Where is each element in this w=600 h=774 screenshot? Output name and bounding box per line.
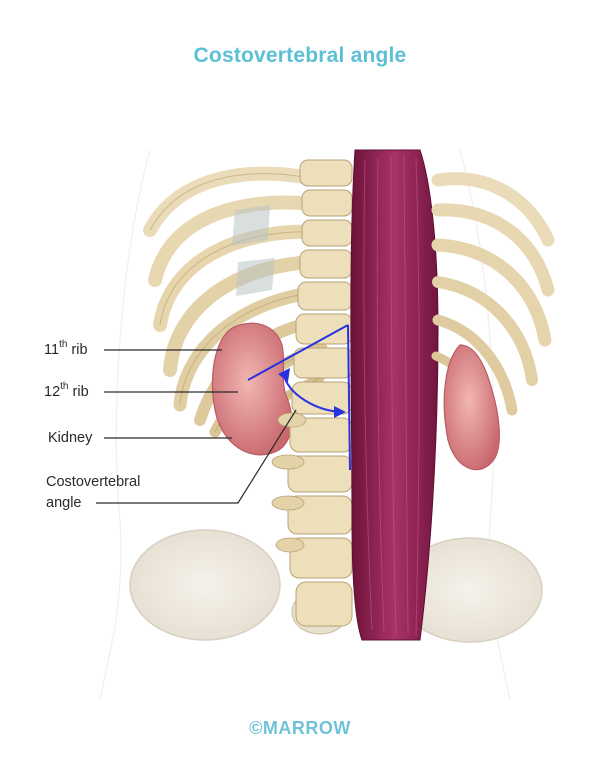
marrow-watermark: ©MARROW (249, 718, 351, 738)
right-rib-cage (431, 172, 555, 425)
vertebral-column (287, 159, 353, 627)
transverse-processes (271, 412, 307, 553)
label-costovertebral-angle-line1: Costovertebral (46, 474, 141, 490)
intercostal-shading (232, 205, 275, 296)
body-silhouette (99, 149, 511, 701)
right-kidney (443, 344, 500, 471)
costovertebral-angle-marker (247, 324, 351, 471)
figure-title: Costovertebral angle (193, 44, 407, 67)
erector-spinae-muscle (350, 149, 439, 641)
left-kidney (211, 322, 293, 456)
label-costovertebral-angle-line2: angle (46, 495, 82, 511)
label-11th-rib: 11th rib (44, 339, 88, 358)
label-12th-rib: 12th rib (44, 381, 89, 400)
leader-lines (96, 349, 297, 504)
label-kidney: Kidney (48, 430, 93, 446)
